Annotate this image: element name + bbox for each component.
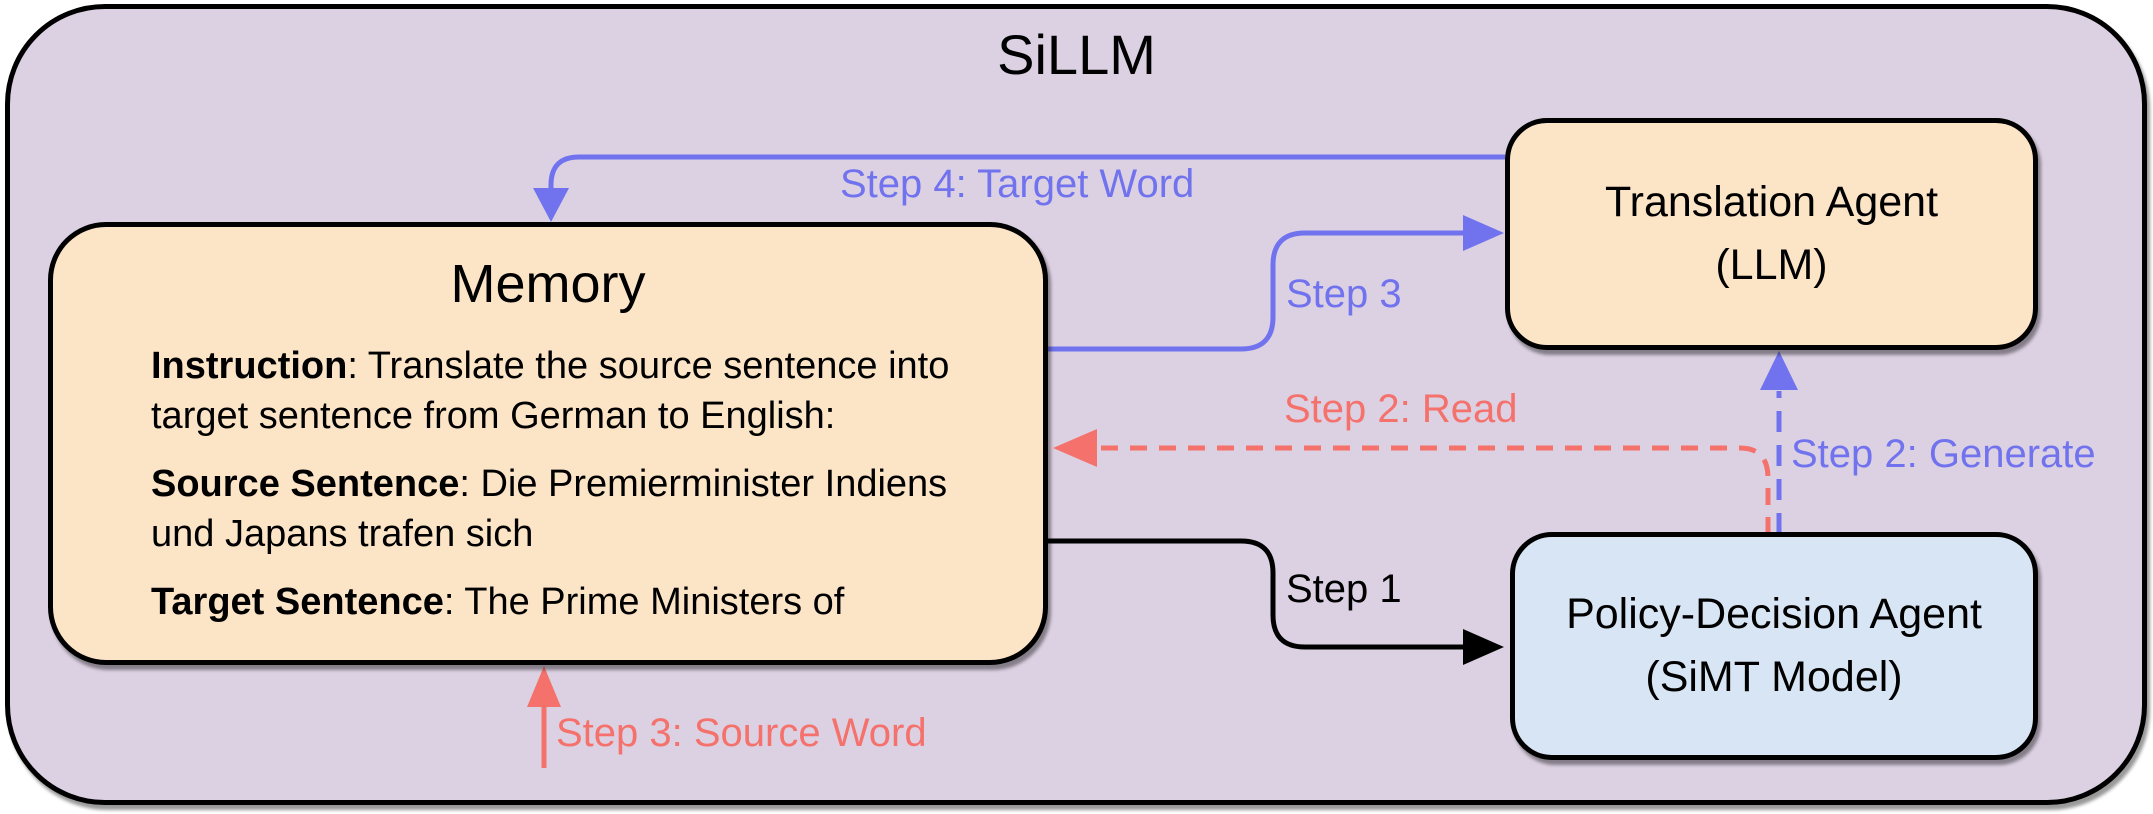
step2-read-arrow-line [1097, 445, 1771, 534]
diagram-title: SiLLM [997, 23, 1156, 86]
instruction-text-1: : Translate the source sentence into [347, 345, 950, 387]
step4-target-word-label: Step 4: Target Word [840, 162, 1195, 206]
step3-arrowhead-icon [1463, 215, 1504, 251]
step3-arrow-line [1048, 230, 1463, 352]
source-sentence-text-1: : Die Premierminister Indiens [459, 463, 948, 505]
target-sentence-label: Target Sentence [151, 581, 444, 623]
translation-agent-title: Translation Agent [1604, 178, 1939, 226]
target-sentence-text-1: : The Prime Ministers of [443, 581, 845, 623]
step3-source-word-label: Step 3: Source Word [556, 711, 927, 755]
step2-read-label: Step 2: Read [1284, 387, 1518, 431]
source-sentence-paragraph: Source Sentence: Die Premierminister Ind… [151, 459, 993, 559]
instruction-paragraph: Instruction: Translate the source senten… [151, 341, 993, 441]
memory-title: Memory [450, 254, 646, 314]
step3-label: Step 3 [1286, 272, 1402, 316]
instruction-line-1: Instruction: Translate the source senten… [151, 341, 993, 391]
step4-arrowhead-icon [533, 188, 569, 222]
step2-generate-label: Step 2: Generate [1791, 432, 2096, 476]
memory-box: Memory Instruction: Translate the source… [48, 222, 1048, 665]
step2-read-arrowhead-icon [1053, 429, 1097, 467]
source-sentence-line-2: und Japans trafen sich [151, 513, 534, 555]
instruction-label: Instruction [151, 345, 348, 387]
instruction-line-2: target sentence from German to English: [151, 395, 836, 437]
source-sentence-line-1: Source Sentence: Die Premierminister Ind… [151, 459, 993, 509]
policy-decision-agent-box: Policy-Decision Agent (SiMT Model) [1510, 532, 2038, 760]
translation-agent-box: Translation Agent (LLM) [1505, 118, 2038, 350]
step1-label: Step 1 [1286, 567, 1402, 611]
source-sentence-label: Source Sentence [151, 463, 460, 505]
step4-target-word-arrow-line [548, 154, 1505, 192]
step2-generate-arrowhead-icon [1760, 351, 1798, 390]
target-sentence-paragraph: Target Sentence: The Prime Ministers of [151, 577, 993, 627]
step3-source-word-arrowhead-icon [527, 666, 561, 707]
policy-decision-agent-title: Policy-Decision Agent [1566, 590, 1982, 638]
step1-arrow-line [1048, 538, 1463, 650]
translation-agent-subtitle: (LLM) [1715, 241, 1828, 289]
target-sentence-line-1: Target Sentence: The Prime Ministers of [151, 577, 993, 627]
step1-arrowhead-icon [1463, 629, 1504, 665]
policy-decision-agent-subtitle: (SiMT Model) [1645, 653, 1903, 701]
